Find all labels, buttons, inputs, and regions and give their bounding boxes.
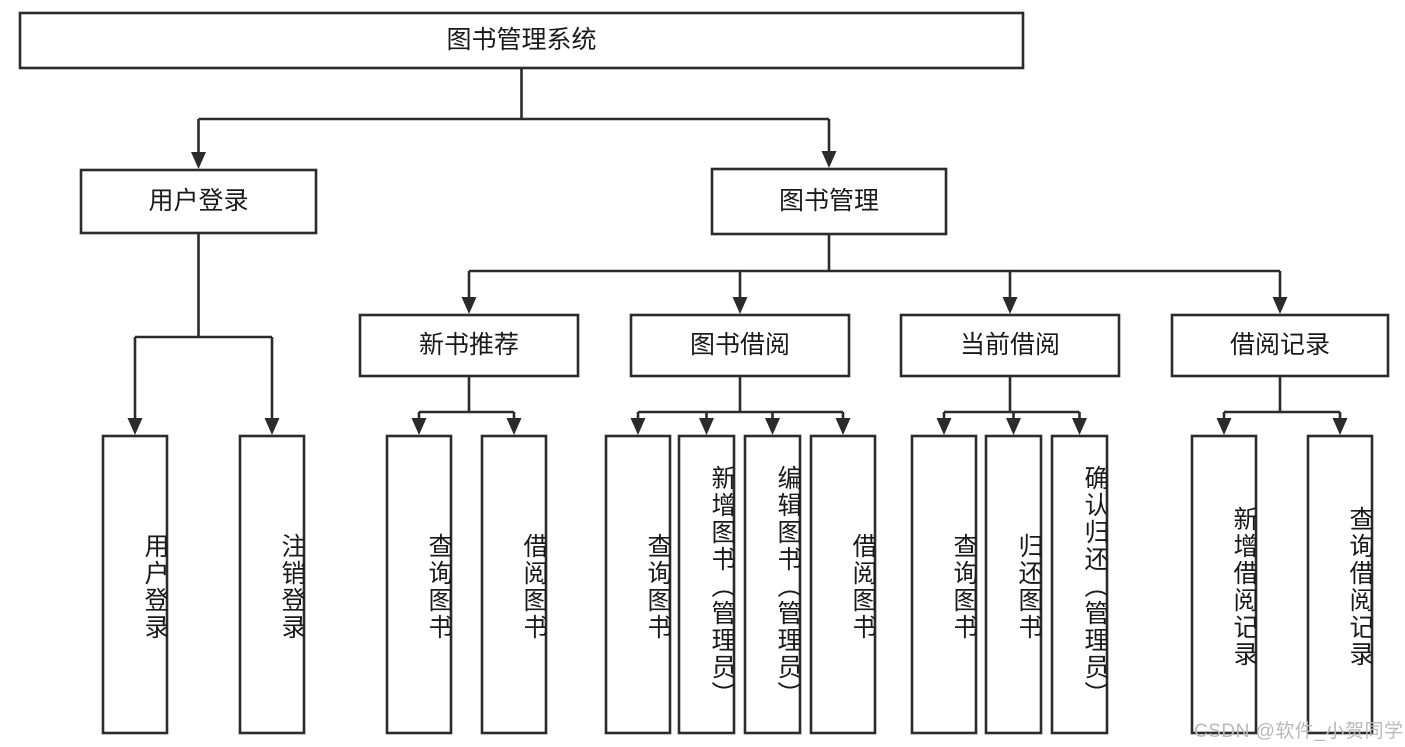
csdn-watermark: CSDN @软件_小贺同学 (1194, 721, 1404, 742)
node-box-leaf-user-logout[interactable] (238, 434, 306, 735)
node-label-new-book-rec: 新书推荐 (419, 331, 519, 359)
node-box-leaf-query-book-rec[interactable] (385, 434, 453, 735)
box-layer (18, 11, 1390, 735)
node-box-new-book-rec[interactable] (358, 313, 580, 378)
root-to-level2-branch-1-head (821, 151, 837, 168)
book-borrow-to-leaves-branch-1-head (699, 418, 714, 435)
current-borrow-to-leaves-branch-0-head (936, 418, 952, 435)
new-book-rec-to-leaves-branch-1-head (506, 418, 522, 435)
node-label-book-borrow: 图书借阅 (690, 331, 790, 359)
user-login-to-leaves-branch-1-head (264, 418, 280, 435)
current-borrow-to-leaves-branch-1-head (1006, 418, 1021, 435)
node-box-book-manage[interactable] (710, 167, 948, 236)
connector-layer (127, 68, 1348, 435)
node-box-user-login[interactable] (79, 168, 318, 235)
borrow-record-to-leaves-branch-0-head (1216, 418, 1232, 435)
node-box-leaf-return-book[interactable] (984, 434, 1043, 735)
node-box-leaf-edit-book[interactable] (743, 434, 802, 735)
node-box-current-borrow[interactable] (899, 313, 1121, 378)
node-label-root: 图书管理系统 (446, 26, 596, 54)
new-book-rec-to-leaves-branch-0-head (411, 418, 427, 435)
node-box-root[interactable] (18, 11, 1025, 70)
node-box-leaf-add-book[interactable] (677, 434, 736, 735)
node-box-borrow-record[interactable] (1170, 313, 1390, 378)
node-box-leaf-query-book-cur[interactable] (910, 434, 978, 735)
root-to-level2-branch-0-head (191, 152, 206, 169)
node-box-leaf-borrow-book-rec[interactable] (480, 434, 548, 735)
node-box-leaf-query-book-borrow[interactable] (604, 434, 672, 735)
node-box-book-borrow[interactable] (629, 313, 851, 378)
node-label-current-borrow: 当前借阅 (960, 331, 1060, 359)
node-label-borrow-record: 借阅记录 (1230, 331, 1330, 359)
user-login-to-leaves-branch-0-head (127, 418, 143, 435)
node-label-user-login: 用户登录 (148, 187, 248, 215)
book-manage-to-level3-branch-3-head (1272, 297, 1288, 314)
book-manage-to-level3-branch-1-head (732, 297, 748, 314)
current-borrow-to-leaves-branch-2-head (1072, 418, 1087, 435)
node-box-leaf-add-borrow-record[interactable] (1190, 434, 1258, 735)
borrow-record-to-leaves-branch-1-head (1332, 418, 1348, 435)
book-borrow-to-leaves-branch-0-head (630, 418, 646, 435)
node-box-leaf-borrow-book[interactable] (809, 434, 877, 735)
book-borrow-to-leaves-branch-3-head (835, 418, 851, 435)
node-box-leaf-query-borrow-record[interactable] (1306, 434, 1374, 735)
book-manage-to-level3-branch-2-head (1002, 297, 1018, 314)
book-borrow-to-leaves-branch-2-head (765, 418, 780, 435)
node-box-leaf-confirm-return[interactable] (1050, 434, 1109, 735)
node-box-leaf-user-login[interactable] (101, 434, 169, 735)
book-manage-to-level3-branch-0-head (461, 297, 477, 314)
node-label-book-manage: 图书管理 (779, 187, 879, 215)
